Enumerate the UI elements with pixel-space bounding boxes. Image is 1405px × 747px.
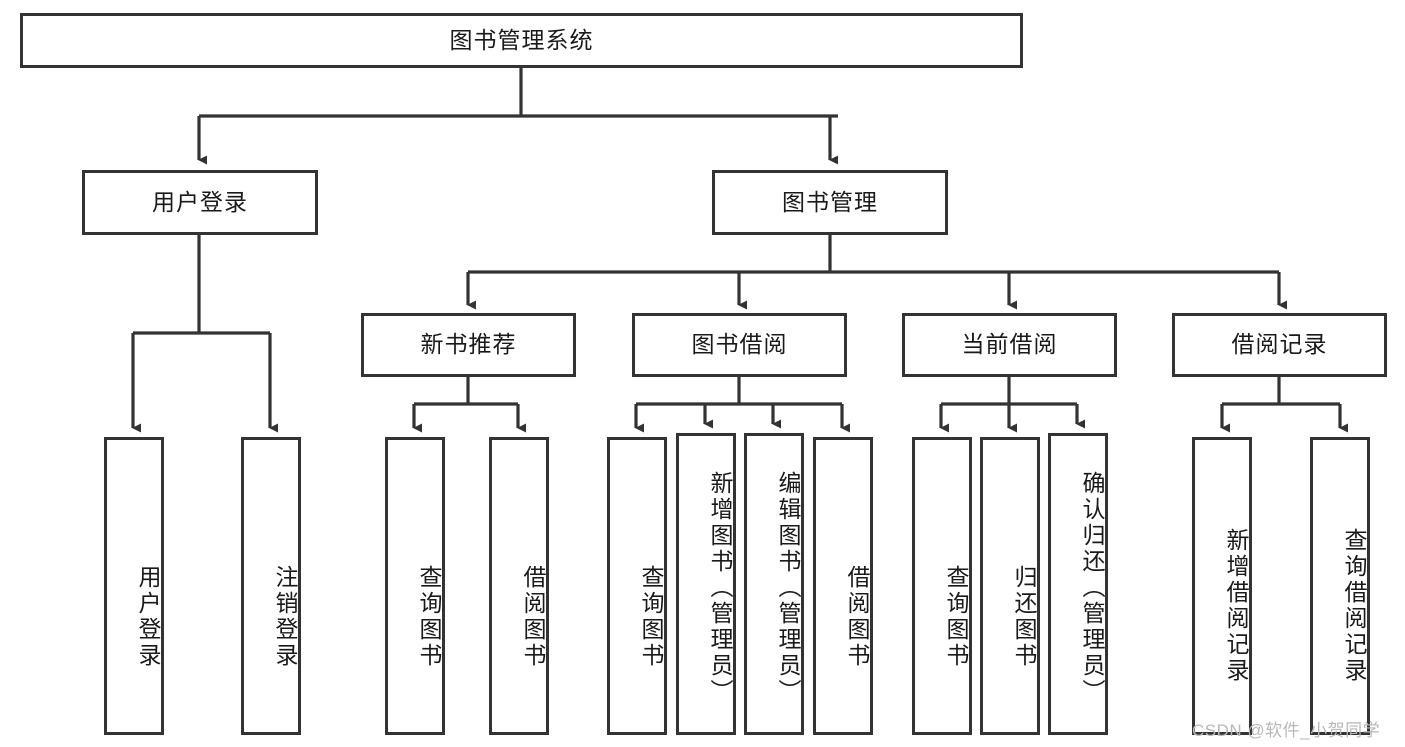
node-book-borrow[interactable]: 图书借阅 [632, 313, 847, 377]
node-new-book-recommend[interactable]: 新书推荐 [361, 313, 576, 377]
node-current-borrow[interactable]: 当前借阅 [902, 313, 1117, 377]
leaf-query-book-current[interactable]: 查询图书 [912, 437, 972, 735]
leaf-add-book-admin[interactable]: 新增图书（管理员） [676, 433, 736, 735]
leaf-confirm-return-admin[interactable]: 确认归还（管理员） [1048, 433, 1108, 735]
leaf-query-book-borrow[interactable]: 查询图书 [607, 437, 667, 735]
leaf-borrow-book-recommend[interactable]: 借阅图书 [489, 437, 549, 735]
leaf-query-borrow-record[interactable]: 查询借阅记录 [1310, 437, 1370, 735]
node-root-system[interactable]: 图书管理系统 [20, 13, 1023, 68]
leaf-logout[interactable]: 注销登录 [241, 437, 301, 735]
node-borrow-record[interactable]: 借阅记录 [1172, 313, 1387, 377]
leaf-add-borrow-record[interactable]: 新增借阅记录 [1192, 437, 1252, 735]
leaf-query-book-recommend[interactable]: 查询图书 [385, 437, 445, 735]
node-book-management[interactable]: 图书管理 [712, 170, 948, 235]
node-user-login[interactable]: 用户登录 [82, 170, 318, 235]
leaf-return-book[interactable]: 归还图书 [980, 437, 1040, 735]
csdn-watermark: CSDN @软件_小贺同学 [1192, 721, 1381, 740]
leaf-user-login[interactable]: 用户登录 [104, 437, 164, 735]
leaf-borrow-book[interactable]: 借阅图书 [813, 437, 873, 735]
leaf-edit-book-admin[interactable]: 编辑图书（管理员） [744, 433, 804, 735]
